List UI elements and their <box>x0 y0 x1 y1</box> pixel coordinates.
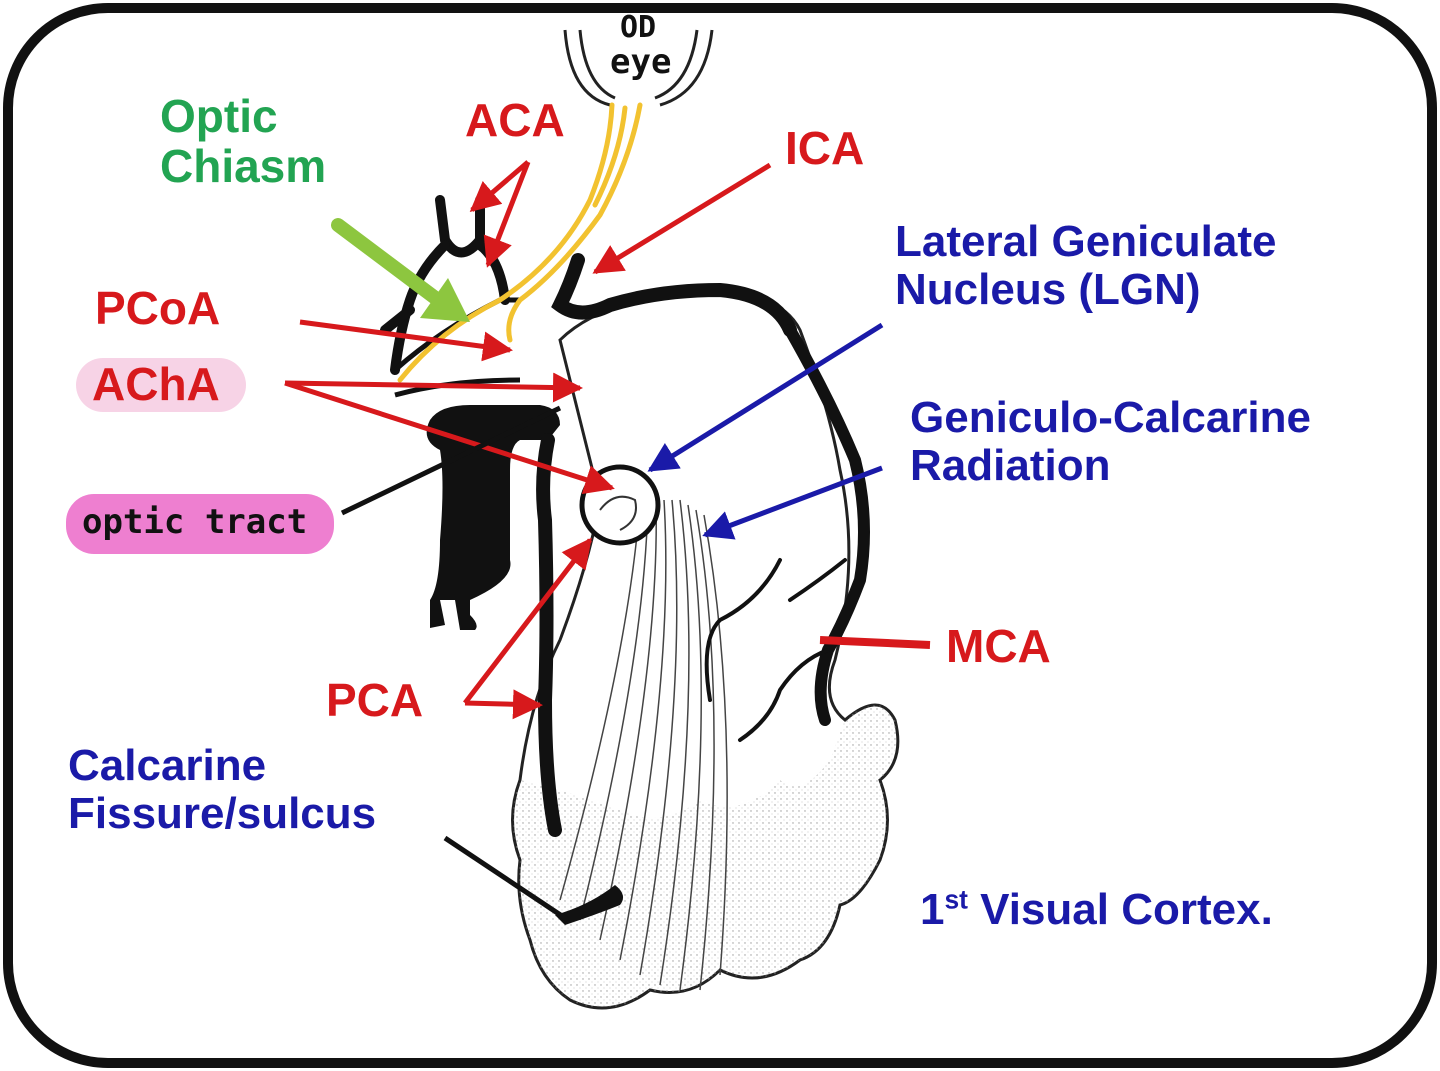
pca-vessel <box>536 433 562 837</box>
eye-outline <box>563 29 714 107</box>
acha-highlight <box>76 358 246 412</box>
lgn-label-line1: Lateral Geniculate <box>895 217 1277 266</box>
mca-label: MCA <box>946 620 1051 672</box>
visual-cortex-label: 1st Visual Cortex. <box>920 886 1273 934</box>
optic-chiasm-label-line2: Chiasm <box>160 139 327 192</box>
optic-nerve <box>397 102 643 383</box>
ica-vessel <box>551 253 797 337</box>
optic-tract-highlight <box>66 494 334 554</box>
calcarine-label-line2: Fissure/sulcus <box>68 788 377 838</box>
chiasm-arrow <box>331 218 470 322</box>
cortex-stipple <box>512 705 896 1008</box>
optic-chiasm-label-line1: Optic <box>160 90 278 142</box>
mca-vessel <box>784 324 870 726</box>
calcarine-label: Calcarine Fissure/sulcus <box>68 742 376 837</box>
calcarine-label-line1: Calcarine <box>68 741 267 790</box>
artery-arrows <box>284 160 931 720</box>
pca-label: PCA <box>326 674 424 726</box>
radiation-label-line2: Radiation <box>910 440 1111 490</box>
ica-label: ICA <box>785 122 865 174</box>
basilar-system <box>426 405 560 630</box>
pcoa-label: PCoA <box>95 282 221 334</box>
visual-cortex-superscript: st <box>944 884 968 915</box>
neural-arrows <box>647 322 884 540</box>
optic-chiasm-label: Optic Chiasm <box>160 90 327 192</box>
lgn-inner <box>599 495 637 531</box>
lgn-label-line2: Nucleus (LGN) <box>895 264 1201 314</box>
visual-cortex-text: Visual Cortex. <box>967 885 1273 934</box>
pointer-lines <box>340 405 570 923</box>
mca-branches <box>704 558 847 742</box>
optic-tract-label: optic tract <box>82 502 308 542</box>
lgn-label: Lateral Geniculate Nucleus (LGN) <box>895 218 1276 313</box>
visual-cortex-number: 1 <box>920 885 945 934</box>
aca-label: ACA <box>465 94 565 146</box>
eye-label-eye: eye <box>610 42 672 82</box>
lgn-circle <box>579 464 661 546</box>
radiation-label: Geniculo-Calcarine Radiation <box>910 394 1311 489</box>
radiation-fibers <box>559 499 728 991</box>
calcarine-fissure-mark <box>555 885 624 925</box>
eye-label-od: OD <box>620 10 657 45</box>
radiation-label-line1: Geniculo-Calcarine <box>910 393 1312 442</box>
acha-label: AChA <box>92 358 220 410</box>
